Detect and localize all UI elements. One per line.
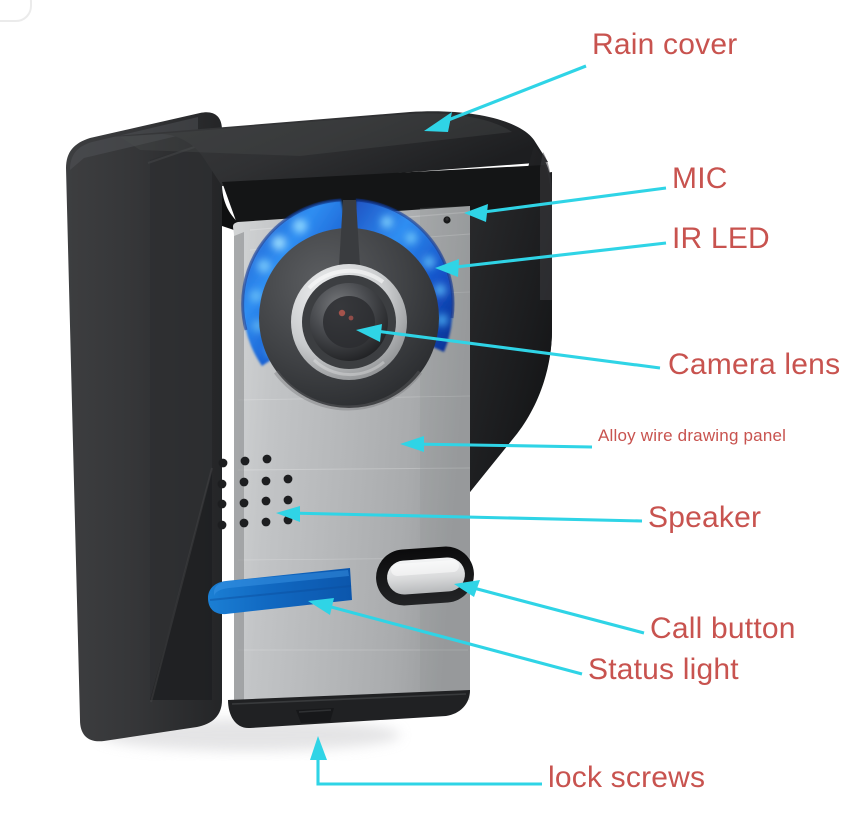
corner-watermark [0, 0, 32, 22]
label-mic: MIC [672, 162, 728, 195]
leader-call-button [465, 584, 645, 635]
label-status-light: Status light [588, 653, 739, 686]
mic-hole [443, 216, 451, 224]
leader-alloy-panel [411, 442, 593, 449]
leader-mic [475, 186, 667, 215]
leader-status-light [319, 602, 583, 676]
label-lock-screws: lock screws [548, 761, 706, 794]
call-button[interactable] [374, 545, 476, 608]
label-alloy-panel: Alloy wire drawing panel [598, 426, 787, 445]
lower-bezel [228, 690, 470, 729]
label-speaker: Speaker [648, 501, 762, 534]
label-rain-cover: Rain cover [592, 28, 738, 61]
device-body [66, 112, 222, 742]
leader-lock-screws [316, 744, 542, 786]
leader-speaker [287, 511, 643, 523]
label-camera-lens: Camera lens [668, 348, 841, 381]
speaker-grille [217, 454, 293, 530]
leader-camera-lens [367, 328, 661, 370]
lock-screw [296, 708, 334, 723]
leader-arrowheads [276, 112, 488, 760]
label-call-button: Call button [650, 612, 796, 645]
camera-assembly [241, 198, 455, 411]
leader-rain-cover [437, 64, 587, 126]
label-ir-led: IR LED [672, 222, 770, 255]
leader-ir-led [446, 241, 667, 270]
